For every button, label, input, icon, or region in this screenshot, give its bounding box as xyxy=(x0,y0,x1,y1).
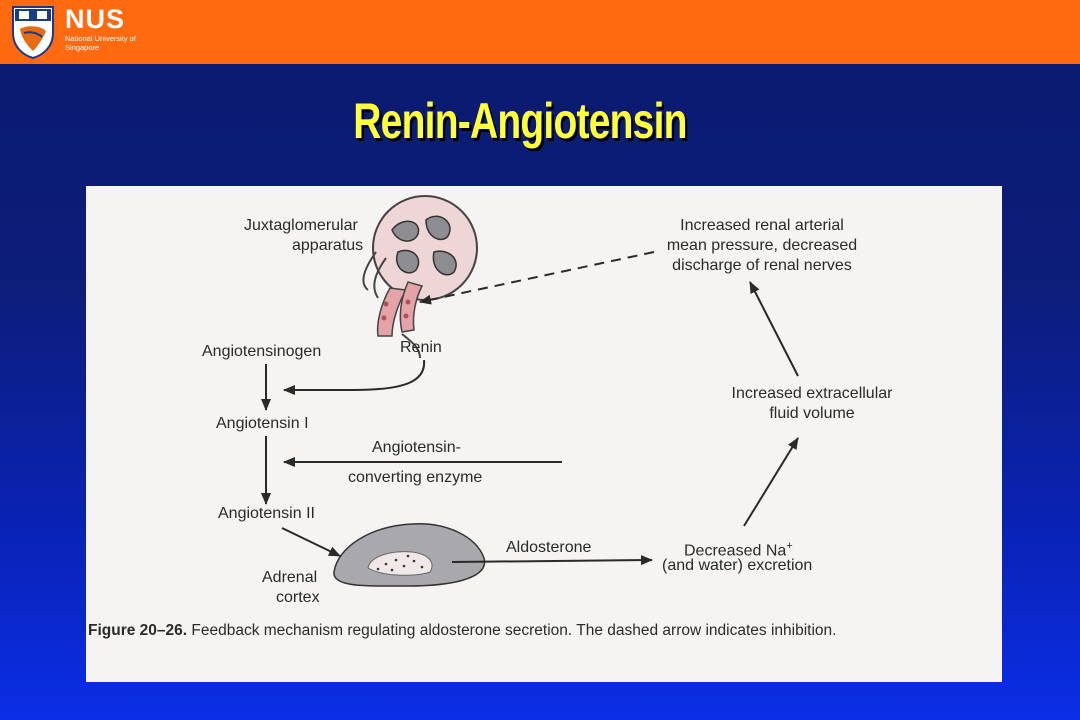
figure-caption: Figure 20–26. Feedback mechanism regulat… xyxy=(88,622,836,640)
header-bar: NUS National University of Singapore xyxy=(0,0,1080,64)
label-angiotensinogen: Angiotensinogen xyxy=(202,343,322,360)
renin-arrow xyxy=(283,359,426,395)
label-juxtaglomerular: Juxtaglomerular xyxy=(244,217,358,234)
label-renin: Renin xyxy=(400,339,442,356)
na-superscript: + xyxy=(786,540,793,552)
label-angiotensin-1: Angiotensin I xyxy=(216,415,309,432)
label-pressure-line1: Increased renal arterial xyxy=(680,217,844,234)
label-cortex: cortex xyxy=(276,589,320,606)
adrenal-cortex-illustration xyxy=(333,523,486,587)
slide-title: Renin-Angiotensin xyxy=(353,93,687,149)
caption-text: Feedback mechanism regulating aldosteron… xyxy=(191,622,837,639)
label-pressure-line2: mean pressure, decreased xyxy=(666,237,858,254)
label-ecf-line1: Increased extracellular xyxy=(731,385,893,402)
label-aldosterone: Aldosterone xyxy=(506,539,592,556)
label-decreased-na: Decreased Na+ xyxy=(684,536,793,561)
label-angiotensin-2: Angiotensin II xyxy=(218,505,315,522)
label-ace-line1: Angiotensin- xyxy=(372,439,461,456)
aldosterone-arrow xyxy=(451,555,653,566)
glomerulus-illustration xyxy=(362,195,478,359)
volume-arrow xyxy=(749,281,799,377)
label-ecf-line2: fluid volume xyxy=(769,405,855,422)
logo-subtitle: National University of Singapore xyxy=(65,34,136,52)
angiotensin2-arrow xyxy=(281,527,341,557)
label-pressure-line3: discharge of renal nerves xyxy=(672,257,852,274)
label-ace-line2: converting enzyme xyxy=(348,469,483,486)
inhibition-arrow xyxy=(419,251,655,305)
label-adrenal: Adrenal xyxy=(262,569,318,586)
excretion-arrow xyxy=(743,437,799,527)
nus-crest-icon xyxy=(12,6,54,59)
nus-logo[interactable]: NUS National University of Singapore xyxy=(10,2,150,60)
diagram-graphics xyxy=(261,195,799,587)
label-apparatus: apparatus xyxy=(292,237,364,254)
caption-label: Figure 20–26. xyxy=(88,622,188,639)
logo-abbr: NUS xyxy=(65,4,126,34)
label-water-excretion: (and water) excretion xyxy=(662,557,813,574)
figure-panel: Juxtaglomerular apparatus Angiotensinoge… xyxy=(86,186,1002,682)
decreased-na-text: Decreased Na xyxy=(684,542,787,560)
